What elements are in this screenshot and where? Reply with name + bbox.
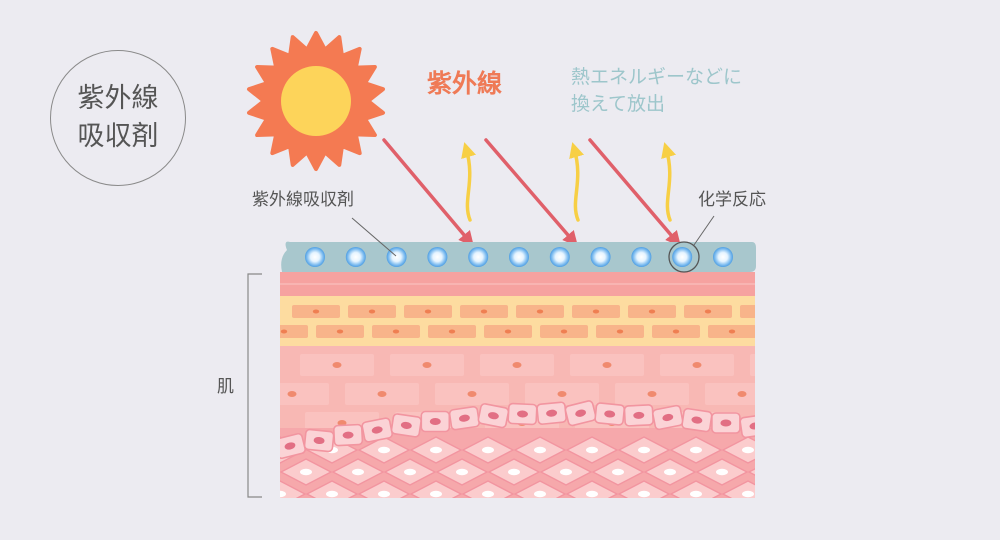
molecule-icon (549, 247, 570, 267)
sun-icon (247, 31, 385, 171)
chemical-reaction-label: 化学反応 (698, 190, 766, 210)
molecule-icon (427, 247, 448, 267)
skin-bracket (247, 273, 262, 498)
heat-release-arrows (461, 142, 676, 222)
heat-release-label: 熱エネルギーなどに 換えて放出 (571, 64, 811, 118)
molecule-icon (590, 247, 611, 267)
uv-label: 紫外線 (427, 69, 503, 98)
uv-arrow (382, 138, 474, 247)
uv-arrow (484, 138, 579, 247)
heat-arrow (661, 142, 676, 222)
molecule-icon (345, 247, 366, 267)
reaction-highlight-ring (668, 241, 700, 273)
molecule-icon (713, 247, 733, 267)
basal-cell-chain (280, 400, 755, 460)
skin-label: 肌 (217, 377, 234, 397)
heat-arrow (569, 142, 584, 222)
skin-yellow-layer (280, 296, 755, 346)
absorber-leader-line (351, 217, 397, 257)
badge-line-1: 紫外線 (77, 83, 159, 114)
skin-layers (280, 272, 755, 498)
uv-arrow (588, 138, 681, 247)
molecule-icon (305, 247, 325, 267)
molecule-icon (631, 247, 652, 267)
molecule-icon (468, 247, 489, 267)
heat-release-line-2: 換えて放出 (571, 93, 666, 115)
heat-arrow (461, 142, 476, 222)
molecule-icon (509, 247, 529, 267)
absorber-molecules (305, 247, 733, 267)
yellow-cell-rows (280, 305, 755, 338)
uv-ray-arrows (382, 138, 681, 247)
molecule-icon (672, 247, 693, 267)
title-badge: 紫外線 吸収剤 (50, 50, 186, 186)
heat-release-line-1: 熱エネルギーなどに (571, 66, 743, 88)
badge-line-2: 吸収剤 (77, 121, 159, 152)
absorber-label: 紫外線吸収剤 (252, 190, 354, 210)
reaction-leader-line (693, 215, 715, 246)
